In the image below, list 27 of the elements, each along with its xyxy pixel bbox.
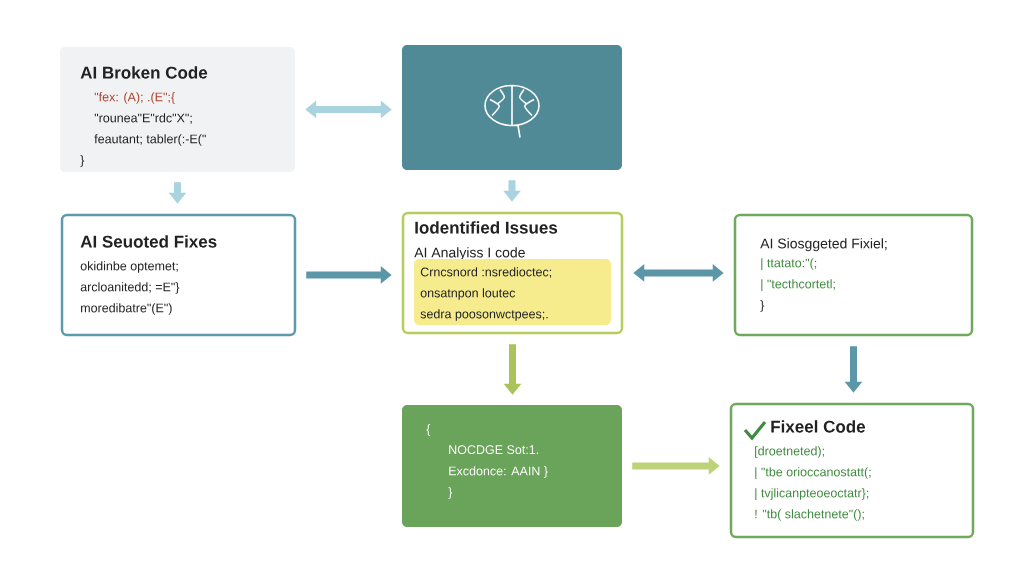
code-line: } xyxy=(448,487,453,499)
code-line: | "tecthcortetl; xyxy=(761,279,835,291)
box-title: Iodentified Issues xyxy=(415,221,558,234)
code-line: | "tbe orioccanostatt(; xyxy=(755,467,871,479)
code-line: Excdonce: AAIN } xyxy=(449,466,548,478)
code-line: Crncsnord :nsredioctec; xyxy=(420,267,552,278)
code-line: feautant; tabler(:-E(" xyxy=(94,134,206,146)
code-line: "fex: (A); .(E";{ xyxy=(94,92,175,104)
code-line: moredibatre"(E") xyxy=(81,303,172,315)
box-title: Fixeel Code xyxy=(771,420,866,433)
code-line: [droetneted); xyxy=(755,446,824,458)
box-title: AI Broken Code xyxy=(80,66,208,79)
code-line: | tvjlicanpteoeoctatr}; xyxy=(755,488,869,500)
box-subtitle: AI Analyiss I code xyxy=(414,247,525,261)
box-subtitle: AI Siosggeted Fixiel; xyxy=(760,238,887,252)
code-line: arcloanitedd; =E"} xyxy=(80,282,180,294)
code-line: sedra poosonwctpees;. xyxy=(420,309,548,321)
code-line: ! "tb( slachetnete"(); xyxy=(755,509,864,521)
code-line: } xyxy=(80,155,85,167)
code-line: okidinbe optemet; xyxy=(80,261,178,273)
code-line: NOCDGE Sot:1. xyxy=(449,445,539,455)
box-title: AI Seuoted Fixes xyxy=(80,235,217,248)
code-line: "rounea"E"rdc"X"; xyxy=(94,113,192,124)
code-line: onsatnpon loutec xyxy=(420,288,516,300)
code-line: } xyxy=(760,300,765,312)
code-line: | ttatato:"(; xyxy=(761,258,817,270)
code-line: { xyxy=(426,424,431,436)
